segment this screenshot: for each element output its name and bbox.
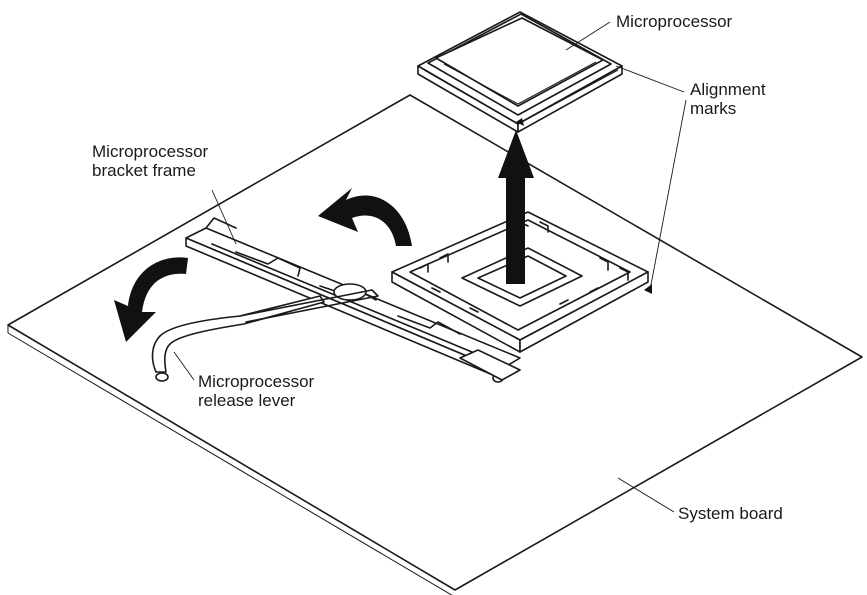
label-release-line2: release lever [198,391,296,410]
label-bracket-line2: bracket frame [92,161,196,180]
leader-system-board [617,477,675,513]
label-bracket-frame: Microprocessor bracket frame [92,142,208,180]
label-system-board-text: System board [678,504,783,523]
release-lever [151,289,379,382]
label-microprocessor: Microprocessor [616,12,732,31]
label-microprocessor-text: Microprocessor [616,12,733,31]
bracket-frame [185,217,521,383]
label-bracket-line1: Microprocessor [92,142,209,161]
lift-arrow-icon [498,130,534,284]
label-alignment-marks: Alignment marks [690,80,766,118]
rotate-lever-arrow-icon [114,257,188,342]
leader-bracket-frame [211,189,237,245]
label-system-board: System board [678,504,783,523]
microprocessor-chip [417,11,623,133]
leader-release-lever [173,351,195,381]
label-alignment-line2: marks [690,99,737,118]
label-release-lever: Microprocessor release lever [198,372,314,410]
rotate-frame-arrow-icon [318,188,412,246]
leader-microprocessor [565,21,611,51]
label-release-line1: Microprocessor [198,372,315,391]
leader-alignment-bottom [649,99,687,291]
leader-alignment-top [615,65,685,93]
label-alignment-line1: Alignment [690,80,766,99]
